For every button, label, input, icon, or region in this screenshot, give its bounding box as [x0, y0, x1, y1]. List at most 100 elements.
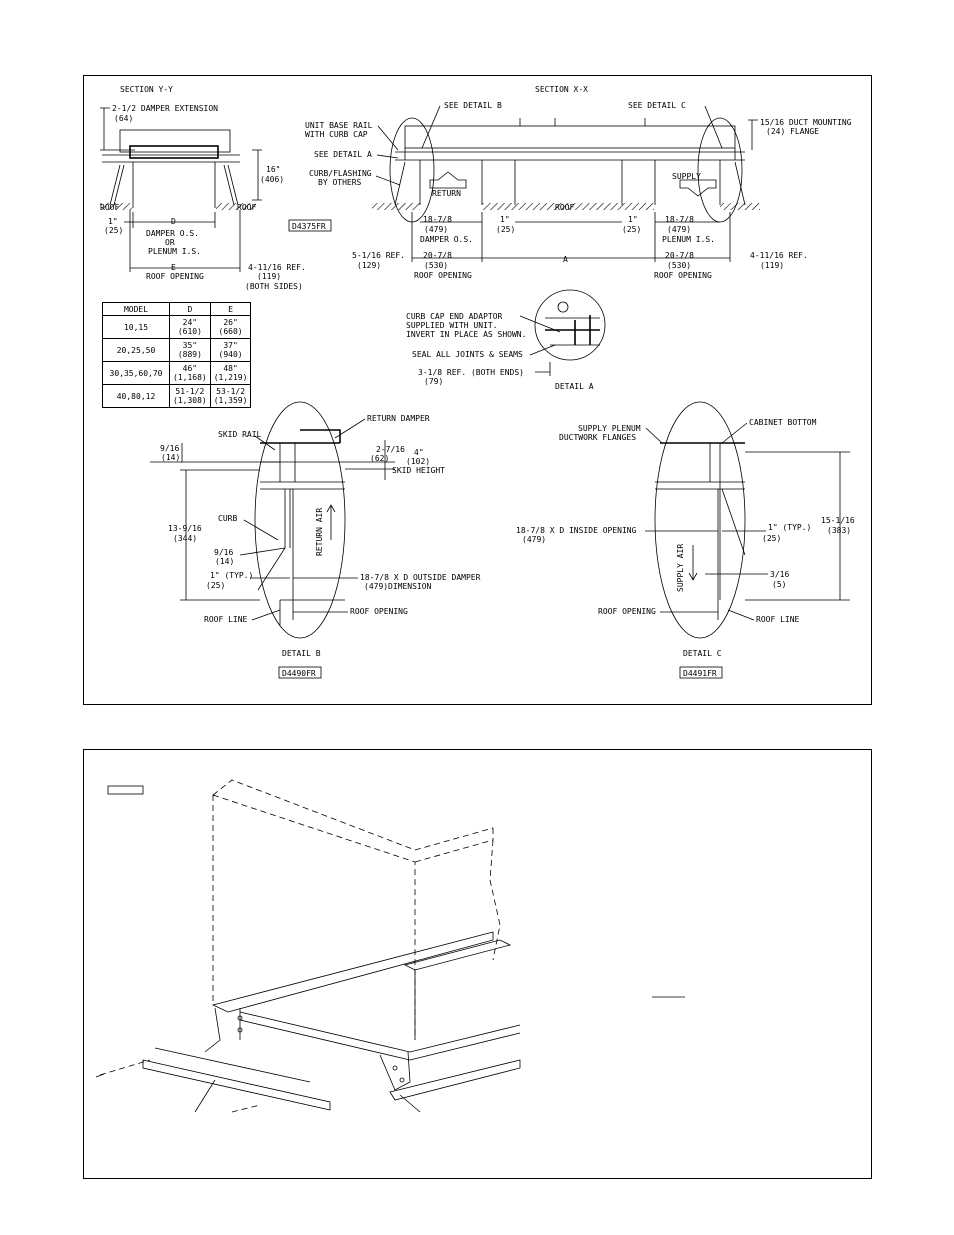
- b-thirteen-mm: (344): [173, 534, 197, 543]
- xx-left-20: 20-7/8: [423, 251, 452, 260]
- table-row: 30,35,60,70 46" (1,168) 48" (1,219): [102, 361, 252, 385]
- b-nine16b-mm: (14): [215, 557, 234, 566]
- table-cell: 35" (889): [169, 338, 211, 362]
- b-four-mm: (102): [406, 457, 430, 466]
- detail-a-ref: 3-1/8 REF. (BOTH ENDS): [418, 368, 524, 377]
- table-header: E: [209, 302, 252, 316]
- c-supply-air: SUPPLY AIR: [676, 544, 685, 592]
- detail-c-label: DETAIL C: [683, 649, 722, 658]
- duct-flange-mm: (24) FLANGE: [766, 127, 819, 136]
- table-cell: 53-1/2 (1,359): [209, 384, 252, 408]
- yy-roof-right: [216, 203, 256, 210]
- b-thirteen: 13-9/16: [168, 524, 202, 533]
- seal-note: SEAL ALL JOINTS & SEAMS: [412, 350, 523, 359]
- return-air-label: RETURN AIR: [315, 508, 324, 556]
- b-outside-dim2: DIMENSION: [388, 582, 432, 591]
- see-detail-c: SEE DETAIL C: [628, 101, 686, 110]
- xx-left-ref: 5-1/16 REF.: [352, 251, 405, 260]
- detail-b: RETURN DAMPER SKID RAIL 9/16 (14) 2-7/16…: [150, 401, 481, 658]
- base-rail: [211, 931, 494, 1013]
- isometric-view: [95, 779, 685, 1113]
- yy-plenum-is: PLENUM I.S.: [148, 247, 201, 256]
- xx-roof-right: [720, 203, 760, 210]
- section-xx-title: SECTION X-X: [535, 85, 588, 94]
- table-cell: 24" (610): [169, 315, 211, 339]
- xx-right-20: 20-7/8: [665, 251, 694, 260]
- unit-base-rail: UNIT BASE RAIL: [305, 121, 373, 130]
- damper-extension-label: 2-1/2 DAMPER EXTENSION: [112, 104, 218, 113]
- b-two716: 2-7/16: [376, 445, 405, 454]
- b-four: 4": [414, 448, 424, 457]
- yy-damper: [129, 145, 219, 159]
- xx-one-mm-r: (25): [622, 225, 641, 234]
- c-cabinet-bottom: CABINET BOTTOM: [749, 418, 817, 427]
- c-three16: 3/16: [770, 570, 789, 579]
- table-header: MODEL: [102, 302, 170, 316]
- xx-right-18: 18-7/8: [665, 215, 694, 224]
- table-cell: 30,35,60,70: [102, 361, 170, 385]
- see-detail-b: SEE DETAIL B: [444, 101, 502, 110]
- table-cell: 40,80,12: [102, 384, 170, 408]
- table-row: 40,80,12 51-1/2 (1,308) 53-1/2 (1,359): [102, 384, 252, 408]
- c-roof-line: ROOF LINE: [756, 615, 800, 624]
- b-roof-line: ROOF LINE: [204, 615, 248, 624]
- section-xx: SECTION X-X SEE DETAIL B SEE DETAIL C UN…: [305, 85, 852, 280]
- cabinet-outline: [212, 779, 494, 1040]
- b-nine16: 9/16: [160, 444, 179, 453]
- c-ductwork-flanges: DUCTWORK FLANGES: [559, 433, 636, 442]
- xx-roof-opening-r: ROOF OPENING: [654, 271, 712, 280]
- xx-one-in-r: 1": [628, 215, 638, 224]
- yy-damper-os: DAMPER O.S.: [146, 229, 199, 238]
- by-others: BY OTHERS: [318, 178, 362, 187]
- yy-drawing-box: [288, 219, 332, 232]
- yy-one-mm: (25): [104, 226, 123, 235]
- b-drawing-box: [278, 666, 322, 679]
- xx-right-ref: 4-11/16 REF.: [750, 251, 808, 260]
- detail-c: SUPPLY PLENUM DUCTWORK FLANGES CABINET B…: [516, 401, 855, 658]
- xx-one-mm-l: (25): [496, 225, 515, 234]
- loose-rail: [142, 1047, 331, 1111]
- yy-roof-opening: ROOF OPENING: [146, 272, 204, 281]
- xx-roof-label: ROOF: [555, 203, 574, 212]
- table-row: 20,25,50 35" (889) 37" (940): [102, 338, 252, 362]
- detail-b-ellipse: [254, 401, 346, 639]
- yy-d-label: D: [171, 217, 176, 226]
- duct-flange: 15/16 DUCT MOUNTING: [760, 118, 852, 127]
- yy-ref-mm: (119): [257, 272, 281, 281]
- yy-roof-label-l: ROOF: [100, 203, 119, 212]
- supply-label: SUPPLY: [672, 172, 701, 181]
- supply-air-arrow: [688, 545, 698, 581]
- xx-left-18: 18-7/8: [423, 215, 452, 224]
- xx-left-20-mm: (530): [424, 261, 448, 270]
- table-cell: 26" (660): [209, 315, 252, 339]
- b-nine16b: 9/16: [214, 548, 233, 557]
- c-one-typ-mm: (25): [762, 534, 781, 543]
- yy-e-label: E: [171, 263, 176, 272]
- table-cell: 20,25,50: [102, 338, 170, 362]
- skid-rail-label: SKID RAIL: [218, 430, 262, 439]
- section-yy-title: SECTION Y-Y: [120, 85, 173, 94]
- detail-a-hole: [557, 301, 569, 313]
- table-cell: 48" (1,219): [209, 361, 252, 385]
- xx-roof-mid: [482, 203, 654, 210]
- b-drawing-no: D4490FR: [282, 669, 316, 678]
- bottom-isometric-panel: [83, 749, 872, 1179]
- curb-label: CURB: [218, 514, 237, 523]
- detail-b-label: DETAIL B: [282, 649, 321, 658]
- xx-left-ref-mm: (129): [357, 261, 381, 270]
- curb-flashing: CURB/FLASHING: [309, 169, 372, 178]
- with-curb-cap: WITH CURB CAP: [305, 130, 368, 139]
- yy-or: OR: [165, 238, 175, 247]
- xx-a-label: A: [563, 255, 568, 264]
- b-nine16-mm: (14): [161, 453, 180, 462]
- yy-roof-label-r: ROOF: [237, 203, 256, 212]
- adaptor-line3: INVERT IN PLACE AS SHOWN.: [406, 330, 526, 339]
- table-cell: 46" (1,168): [169, 361, 211, 385]
- c-supply-plenum: SUPPLY PLENUM: [578, 424, 641, 433]
- xx-unit-body: [404, 125, 736, 149]
- table-row: 10,15 24" (610) 26" (660): [102, 315, 252, 339]
- xx-one-in-l: 1": [500, 215, 510, 224]
- yy-both-sides: (BOTH SIDES): [245, 282, 303, 291]
- c-roof-opening: ROOF OPENING: [598, 607, 656, 616]
- b-one-typ: 1" (TYP.): [210, 571, 253, 580]
